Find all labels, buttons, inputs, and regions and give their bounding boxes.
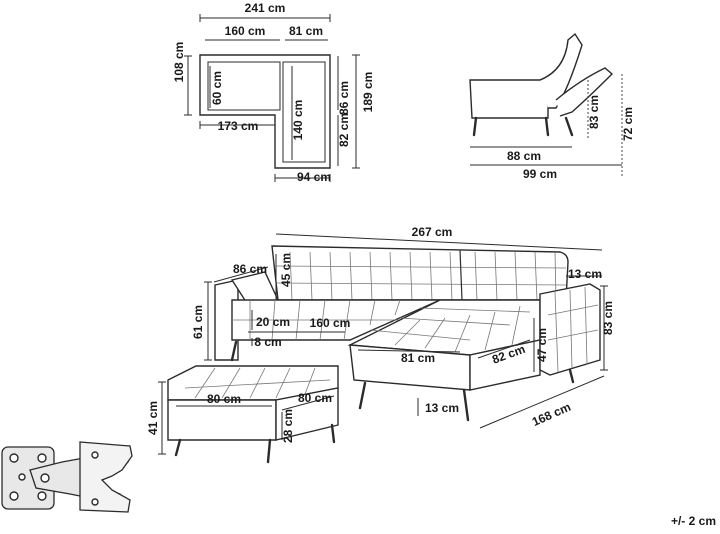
main-dim-86: 86 cm [233,262,267,276]
top-view: 241 cm 160 cm 81 cm 108 cm 60 cm 173 cm … [172,1,375,184]
main-dim-160: 160 cm [310,316,351,330]
ottoman-dim-80-width: 80 cm [207,392,241,406]
top-dim-108: 108 cm [172,42,186,83]
main-dim-83: 83 cm [601,301,615,335]
main-dim-81: 81 cm [401,351,435,365]
side-dim-88: 88 cm [507,149,541,163]
ottoman-dim-80-depth: 80 cm [298,391,332,405]
top-dim-94: 94 cm [297,170,331,184]
top-dim-60: 60 cm [210,71,224,105]
tolerance-note: +/- 2 cm [671,514,716,528]
hinge-detail [1,441,133,513]
top-dim-82: 82 cm [337,113,351,147]
top-dim-160: 160 cm [225,24,266,38]
top-dim-86: 86 cm [337,81,351,115]
main-dim-13-arm: 13 cm [568,267,602,281]
main-dim-13-leg: 13 cm [425,401,459,415]
side-view: 88 cm 99 cm 83 cm 72 cm [469,32,635,181]
ottoman-dim-28: 28 cm [281,409,295,443]
main-dim-47: 47 cm [535,328,549,362]
main-dim-61: 61 cm [191,305,205,339]
top-dim-140: 140 cm [291,100,305,141]
main-dim-45: 45 cm [279,253,293,287]
ottoman-view: 80 cm 80 cm 41 cm 28 cm [146,365,339,464]
side-dim-83: 83 cm [587,95,601,129]
main-dim-8: 8 cm [254,335,281,349]
top-dim-189: 189 cm [361,72,375,113]
top-dim-173: 173 cm [218,119,259,133]
top-dim-241: 241 cm [245,1,286,15]
main-dim-267: 267 cm [412,225,453,239]
side-dim-72: 72 cm [621,107,635,141]
ottoman-dim-41: 41 cm [146,401,160,435]
main-dim-20: 20 cm [256,315,290,329]
side-dim-99: 99 cm [523,167,557,181]
top-dim-81: 81 cm [289,24,323,38]
